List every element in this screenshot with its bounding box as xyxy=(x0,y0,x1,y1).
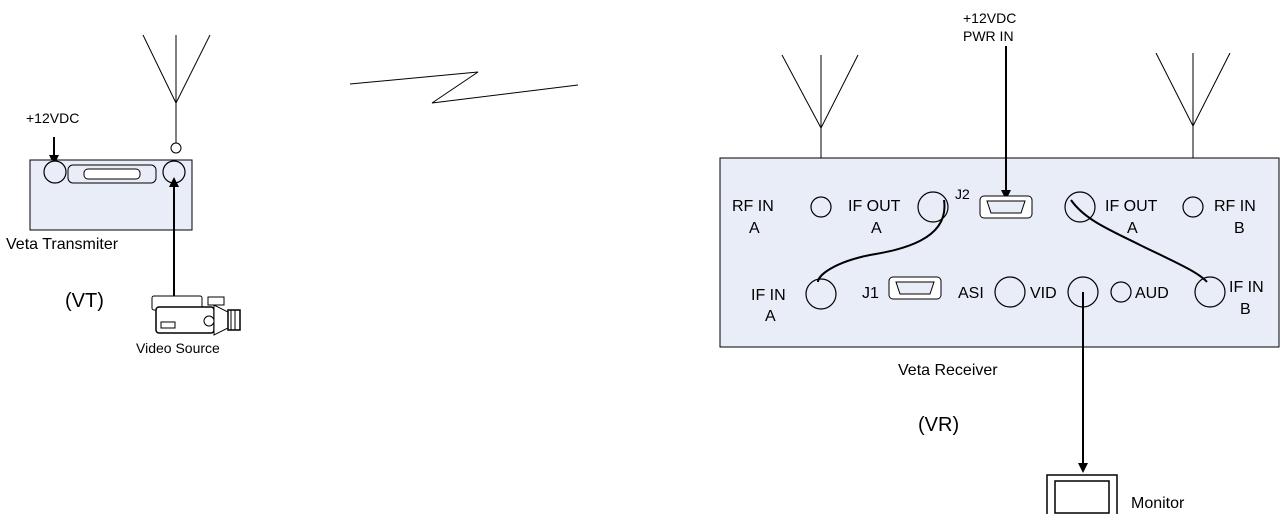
j2-label: J2 xyxy=(955,186,970,202)
transmitter-abbrev: (VT) xyxy=(65,290,104,312)
if-in-a-label-1: IF IN xyxy=(751,287,786,304)
monitor-label: Monitor xyxy=(1131,495,1185,512)
tx-power-label: +12VDC xyxy=(26,110,79,126)
if-in-b-port xyxy=(1194,276,1226,308)
monitor-icon xyxy=(1046,474,1118,514)
if-out-b-label-1: IF OUT xyxy=(1105,198,1158,215)
rx-power-label-2: PWR IN xyxy=(963,28,1014,44)
if-a-loop-cable xyxy=(817,199,946,283)
receiver-abbrev: (VR) xyxy=(918,414,959,436)
if-in-a-port xyxy=(805,278,837,310)
j1-label: J1 xyxy=(862,285,879,302)
j1-connector-inner xyxy=(895,281,935,295)
if-b-loop-cable xyxy=(1070,199,1208,283)
rf-in-a-label-2: A xyxy=(749,220,760,237)
aud-label: AUD xyxy=(1135,285,1169,302)
asi-label: ASI xyxy=(958,285,984,302)
video-camera-icon xyxy=(151,295,241,336)
if-in-a-label-2: A xyxy=(765,308,776,325)
j2-connector-inner xyxy=(986,200,1026,214)
receiver-box xyxy=(719,157,1280,348)
if-in-b-label-2: B xyxy=(1240,301,1251,318)
wireless-link-icon xyxy=(349,71,579,104)
transmitter-antenna xyxy=(142,34,211,154)
if-out-a-port xyxy=(917,191,949,223)
tx-power-port xyxy=(43,160,67,184)
if-out-a-label-2: A xyxy=(871,220,882,237)
rf-in-a-label-1: RF IN xyxy=(732,198,774,215)
rf-in-b-label-1: RF IN xyxy=(1214,198,1256,215)
aud-port xyxy=(1110,281,1132,303)
if-out-b-port xyxy=(1064,191,1096,223)
tx-data-connector-inner xyxy=(83,168,141,180)
if-out-b-label-2: A xyxy=(1127,220,1138,237)
transmitter-name: Veta Transmiter xyxy=(6,236,119,253)
receiver-name: Veta Receiver xyxy=(898,362,998,379)
vid-label: VID xyxy=(1030,285,1057,302)
rx-power-label-1: +12VDC xyxy=(963,10,1016,26)
rf-in-b-label-2: B xyxy=(1234,220,1245,237)
if-out-a-label-1: IF OUT xyxy=(848,198,901,215)
asi-port xyxy=(994,276,1026,308)
if-in-b-label-1: IF IN xyxy=(1229,279,1264,296)
video-source-label: Video Source xyxy=(136,340,220,356)
rf-in-b-port xyxy=(1182,196,1204,218)
rf-in-a-port xyxy=(810,196,832,218)
